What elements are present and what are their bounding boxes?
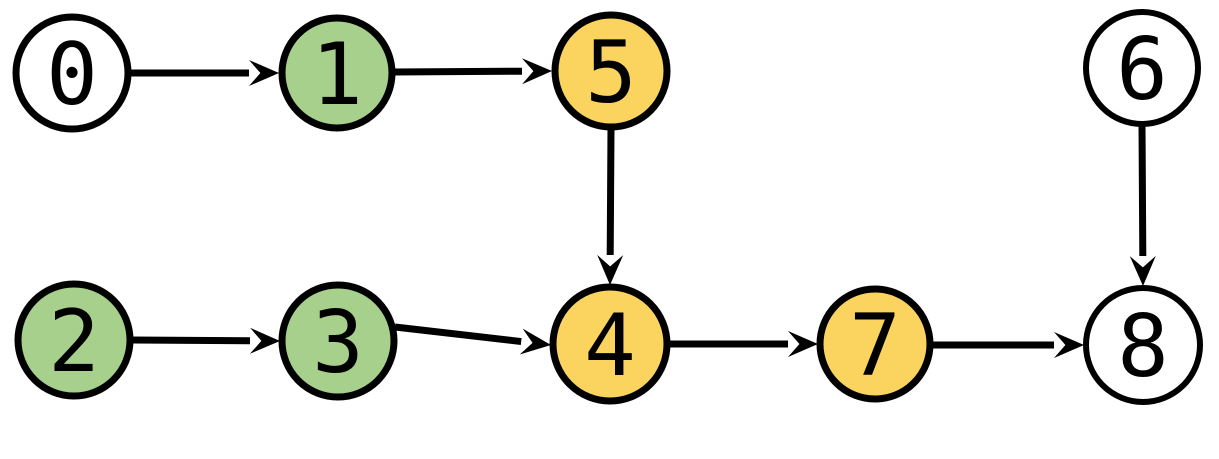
node-circle-0[interactable] <box>12 13 132 133</box>
arrowhead-icon <box>1129 255 1156 286</box>
node-circle-8[interactable] <box>1083 285 1203 405</box>
edge-4-to-7 <box>668 331 818 357</box>
graph-node-1[interactable]: 1 <box>278 14 396 132</box>
edges-layer <box>130 58 1156 358</box>
node-circle-6[interactable] <box>1083 9 1201 127</box>
node-circle-5[interactable] <box>551 11 671 131</box>
arrowhead-icon <box>521 58 552 85</box>
edge-6-to-8 <box>1129 124 1156 286</box>
graph-node-8[interactable]: 8 <box>1083 285 1203 405</box>
edge-2-to-3 <box>131 327 280 354</box>
edge-0-to-1 <box>130 60 279 86</box>
arrowhead-icon <box>249 60 279 86</box>
node-circle-4[interactable] <box>549 283 671 405</box>
edge-shaft <box>606 127 615 256</box>
edge-shaft <box>1138 124 1147 257</box>
graph-node-7[interactable]: 7 <box>816 285 934 403</box>
node-circle-3[interactable] <box>278 281 398 401</box>
edge-7-to-8 <box>931 332 1084 358</box>
edge-5-to-4 <box>597 127 624 285</box>
edge-shaft <box>131 336 251 345</box>
graph-node-5[interactable]: 5 <box>551 11 671 131</box>
node-circle-2[interactable] <box>14 280 134 400</box>
arrowhead-icon <box>249 327 280 354</box>
arrowhead-icon <box>519 328 551 355</box>
graph-node-2[interactable]: 2 <box>14 280 134 400</box>
edge-1-to-5 <box>393 58 552 85</box>
edge-shaft <box>393 67 523 76</box>
node-circle-1[interactable] <box>278 14 396 132</box>
arrowhead-icon <box>788 331 818 357</box>
node-circle-7[interactable] <box>816 285 934 403</box>
graph-node-0[interactable]: 0 <box>12 13 132 133</box>
edge-3-to-4 <box>394 323 551 355</box>
arrowhead-icon <box>597 254 624 285</box>
graph-node-6[interactable]: 6 <box>1083 9 1201 127</box>
edge-shaft <box>394 323 522 346</box>
arrowhead-icon <box>1054 332 1084 358</box>
graph-node-4[interactable]: 4 <box>549 283 671 405</box>
graph-node-3[interactable]: 3 <box>278 281 398 401</box>
